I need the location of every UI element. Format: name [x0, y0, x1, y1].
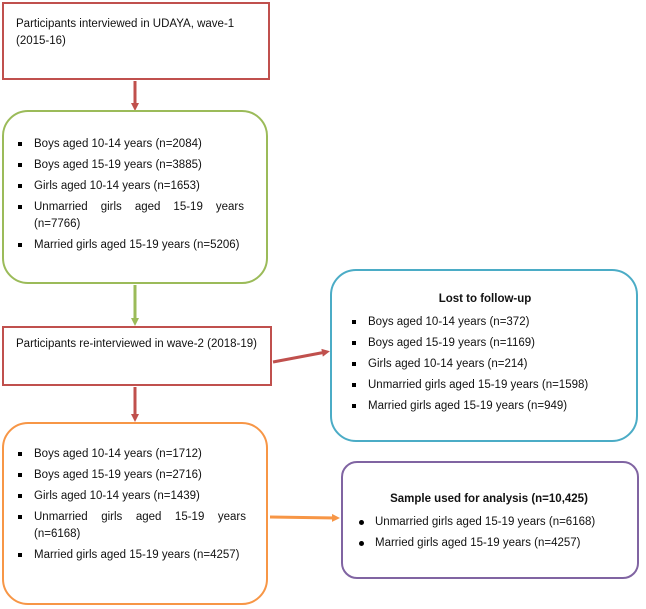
- lost-followup-list: Boys aged 10-14 years (n=372) Boys aged …: [348, 314, 622, 415]
- list-item: Unmarried girls aged 15-19 years (n=1598…: [348, 377, 622, 394]
- wave1-sample-list: Boys aged 10-14 years (n=2084) Boys aged…: [14, 136, 244, 254]
- list-item: Married girls aged 15-19 years (n=4257): [14, 547, 246, 564]
- list-item: Girls aged 10-14 years (n=1653): [14, 178, 244, 195]
- wave1-box-text: Participants interviewed in UDAYA, wave-…: [16, 18, 235, 47]
- analysis-sample-box: Sample used for analysis (n=10,425) Unma…: [341, 461, 639, 579]
- list-item: Unmarried girls aged 15-19 years (n=6168…: [355, 514, 623, 531]
- lost-followup-box: Lost to follow-up Boys aged 10-14 years …: [330, 269, 638, 442]
- wave2-box: Participants re-interviewed in wave-2 (2…: [2, 326, 272, 386]
- list-item: Boys aged 10-14 years (n=1712): [14, 446, 246, 463]
- analysis-sample-title: Sample used for analysis (n=10,425): [390, 493, 588, 505]
- list-item: Boys aged 10-14 years (n=372): [348, 314, 622, 331]
- wave2-sample-box: Boys aged 10-14 years (n=1712) Boys aged…: [2, 422, 268, 605]
- wave1-box: Participants interviewed in UDAYA, wave-…: [2, 2, 270, 80]
- analysis-sample-list: Unmarried girls aged 15-19 years (n=6168…: [355, 514, 623, 552]
- lost-followup-title: Lost to follow-up: [438, 293, 532, 305]
- list-item: Unmarried girls aged 15-19 years (n=7766…: [14, 199, 244, 233]
- list-item: Married girls aged 15-19 years (n=4257): [355, 535, 623, 552]
- list-item: Girls aged 10-14 years (n=214): [348, 356, 622, 373]
- arrow-sample2-to-analysis: [269, 513, 340, 522]
- list-item: Boys aged 15-19 years (n=1169): [348, 335, 622, 352]
- wave2-sample-list: Boys aged 10-14 years (n=1712) Boys aged…: [14, 446, 246, 564]
- list-item: Married girls aged 15-19 years (n=5206): [14, 237, 244, 254]
- list-item: Boys aged 15-19 years (n=3885): [14, 157, 244, 174]
- list-item: Boys aged 15-19 years (n=2716): [14, 467, 246, 484]
- list-item: Married girls aged 15-19 years (n=949): [348, 398, 622, 415]
- wave2-box-text: Participants re-interviewed in wave-2 (2…: [16, 338, 257, 350]
- wave1-sample-box: Boys aged 10-14 years (n=2084) Boys aged…: [2, 110, 268, 284]
- list-item: Boys aged 10-14 years (n=2084): [14, 136, 244, 153]
- list-item: Girls aged 10-14 years (n=1439): [14, 488, 246, 505]
- arrow-wave2-to-lost: [272, 348, 330, 364]
- list-item: Unmarried girls aged 15-19 years (n=6168…: [14, 509, 246, 543]
